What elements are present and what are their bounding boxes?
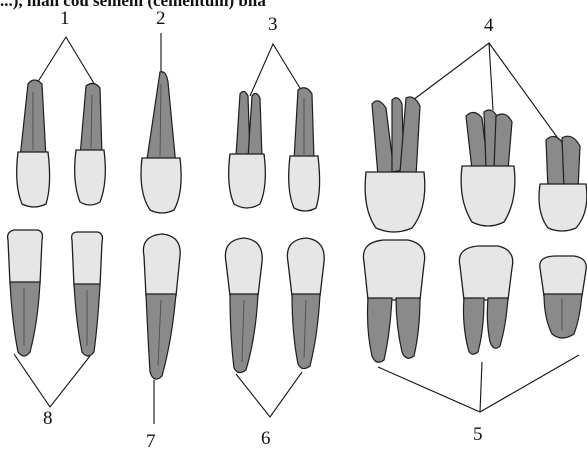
label-7: 7: [146, 431, 156, 450]
upper-premolar-right: [289, 88, 320, 211]
upper-premolar-left: [229, 91, 266, 208]
upper-molar-2: [461, 110, 515, 226]
lower-incisor-right: [72, 232, 103, 356]
label-5: 5: [473, 424, 483, 445]
label-8: 8: [43, 408, 53, 429]
upper-canine: [141, 72, 181, 213]
upper-molar-3: [539, 136, 587, 231]
leader-lines-3: [250, 44, 303, 96]
label-2: 2: [156, 8, 166, 29]
lower-incisor-left: [8, 230, 43, 356]
upper-incisor-left: [17, 80, 50, 207]
lower-molar-3: [540, 256, 586, 338]
upper-incisor-right: [75, 83, 106, 205]
lower-molar-2: [459, 246, 512, 354]
lower-premolar-left: [225, 238, 262, 373]
leader-lines-1: [34, 37, 98, 90]
leader-lines-6: [236, 372, 302, 417]
leader-lines-5: [378, 355, 579, 412]
lower-premolar-right: [287, 238, 324, 369]
label-6: 6: [261, 428, 271, 449]
upper-molar-1: [365, 97, 425, 232]
lower-molar-1: [363, 240, 424, 362]
lower-canine: [143, 234, 180, 379]
label-4: 4: [484, 15, 494, 36]
label-3: 3: [268, 14, 278, 35]
leader-lines-4: [405, 43, 493, 110]
label-1: 1: [60, 8, 70, 29]
leader-line-5b: [480, 362, 482, 412]
leader-lines-8: [14, 354, 90, 407]
